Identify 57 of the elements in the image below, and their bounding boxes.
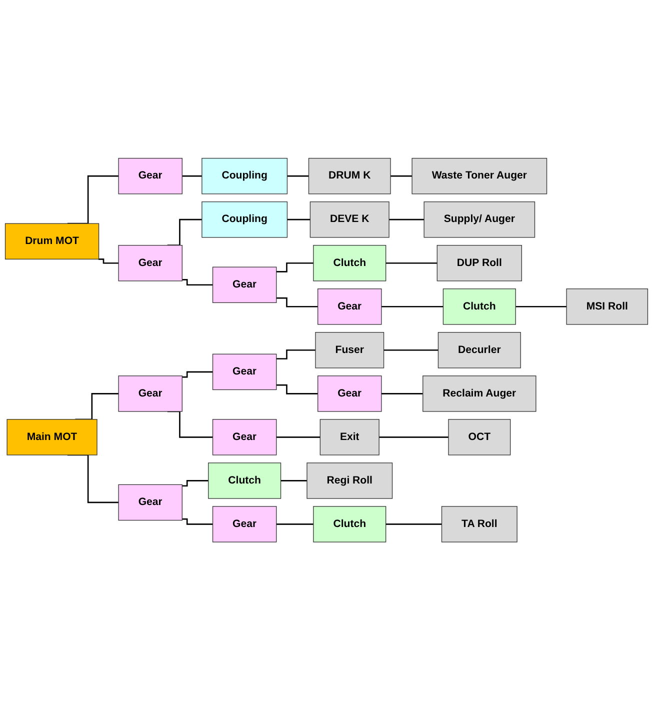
node-box: DEVE K [310,202,390,238]
connector [386,524,442,526]
node-box: Exit [320,419,380,456]
node-box: DUP Roll [436,245,522,282]
node-box: MSI Roll [566,288,648,326]
connector [516,306,567,308]
node-box: OCT [448,419,511,456]
node-box: Clutch [313,506,386,543]
node-box: Coupling [202,202,288,238]
connector [280,480,307,482]
node-box: Gear [212,506,277,543]
node-box: Gear [318,288,382,326]
connector [98,258,119,264]
connector [381,393,423,395]
node-box: Supply/ Auger [424,202,536,238]
node-box: Clutch [442,288,516,326]
node-box: Fuser [315,332,384,369]
node-box: Gear [118,376,182,412]
connector [182,176,202,178]
connector [386,262,438,264]
connector [287,176,309,178]
connector [276,262,314,273]
connector [390,176,412,178]
node-box: Drum MOT [4,224,100,260]
node-box: TA Roll [441,506,518,543]
connector [287,219,310,221]
connector [276,350,316,360]
connector [182,372,213,378]
connector [384,350,438,352]
node-box: Clutch [313,245,386,282]
node-box: Coupling [202,158,288,195]
node-box: Gear [212,354,277,390]
connector [182,279,213,286]
connector [276,384,318,395]
connector [276,436,320,438]
connector [276,298,318,308]
node-box: Gear [118,484,182,521]
node-box: Gear [212,267,277,304]
node-box: Gear [318,376,382,412]
connector [379,436,448,438]
node-box: Gear [212,419,277,456]
node-box: Clutch [208,462,282,500]
node-box: Regi Roll [306,462,393,500]
connector [389,219,424,221]
node-box: DRUM K [308,158,391,195]
connector [182,518,213,526]
connector [182,480,208,487]
node-box: Waste Toner Auger [412,158,548,195]
node-box: Reclaim Auger [422,376,536,412]
node-box: Gear [118,158,182,195]
connector [75,393,119,420]
node-box: Main MOT [6,419,98,456]
node-box: Decurler [438,332,521,369]
node-box: Gear [118,245,182,282]
connector [276,524,314,526]
connector [167,219,202,246]
connector [381,306,444,308]
